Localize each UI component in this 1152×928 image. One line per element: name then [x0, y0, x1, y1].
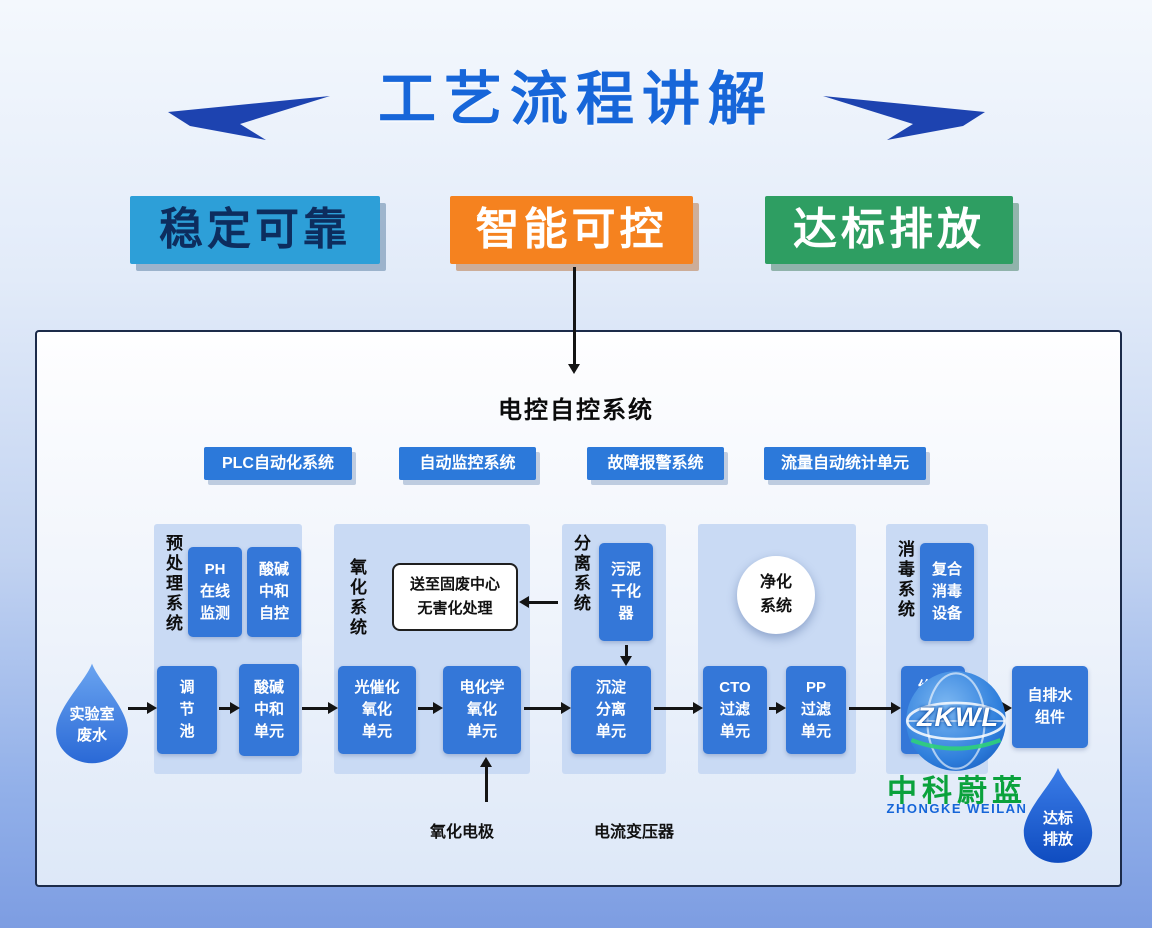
- logo-name-cn: 中科蔚蓝: [887, 775, 1027, 808]
- label-current-transformer: 电流变压器: [594, 824, 675, 841]
- flow-arrow: [654, 702, 703, 714]
- title-flourish-right-icon: [823, 96, 985, 140]
- box-regulating-tank: 调 节 池: [157, 666, 217, 754]
- label-oxidation-system: 氧化系统: [347, 558, 366, 638]
- button-plc-automation: PLC自动化系统: [204, 447, 352, 480]
- flow-arrow: [219, 702, 240, 714]
- button-fault-alarm: 故障报警系统: [587, 447, 724, 480]
- box-composite-disinfection: 复合 消毒 设备: [920, 543, 974, 641]
- flow-arrow: [524, 702, 571, 714]
- box-sludge-dryer: 污泥 干化 器: [599, 543, 653, 641]
- flow-arrow: [128, 702, 157, 714]
- outlet-water-drop: 达标 排放: [1020, 760, 1096, 870]
- water-drop-icon: [1023, 767, 1093, 863]
- dryer-to-note-arrow: [519, 596, 558, 608]
- badge-to-diagram-arrow: [568, 267, 580, 374]
- logo-badge-text: ZKWL: [917, 702, 999, 732]
- label-oxidation-electrode: 氧化电极: [430, 824, 495, 841]
- title-flourish-left-icon: [168, 96, 330, 140]
- company-logo: ZKWL 中科蔚蓝 ZHONGKE WEILAN: [857, 664, 1057, 824]
- badge-smart-control: 智能可控: [450, 196, 693, 264]
- badge-standard-discharge: 达标排放: [765, 196, 1013, 264]
- flow-arrow: [302, 702, 338, 714]
- inlet-drop-label: 实验室 废水: [69, 706, 115, 744]
- box-self-drain-component: 自排水 组件: [1012, 666, 1088, 748]
- control-system-title: 电控自控系统: [498, 397, 654, 424]
- flow-arrow: [769, 702, 786, 714]
- box-sediment-unit: 沉淀 分离 单元: [571, 666, 651, 754]
- dryer-to-sediment-arrow: [620, 645, 632, 666]
- box-acid-base-auto: 酸碱 中和 自控: [247, 547, 301, 637]
- label-separation-system: 分离系统: [571, 534, 590, 614]
- outlet-drop-label: 达标 排放: [1042, 810, 1073, 848]
- flow-arrow: [418, 702, 443, 714]
- water-drop-icon: [56, 663, 128, 764]
- button-flow-statistics: 流量自动统计单元: [764, 447, 926, 480]
- logo-name-en: ZHONGKE WEILAN: [886, 801, 1028, 816]
- box-ph-online-monitor: PH 在线 监测: [188, 547, 242, 637]
- box-neutralization-unit: 酸碱 中和 单元: [239, 664, 299, 756]
- box-photocatalytic-oxidation: 光催化 氧化 单元: [338, 666, 416, 754]
- label-pretreatment-system: 预处理系统: [163, 534, 182, 634]
- inlet-water-drop: 实验室 废水: [52, 662, 132, 764]
- flow-arrow: [849, 702, 901, 714]
- label-disinfection-system: 消毒系统: [895, 540, 914, 620]
- button-auto-monitor: 自动监控系统: [399, 447, 536, 480]
- label-purification-system: 净化 系统: [737, 556, 815, 634]
- zkwl-globe-icon: [905, 671, 1007, 771]
- box-pp-filter: PP 过滤 单元: [786, 666, 846, 754]
- note-solid-waste-center: 送至固废中心 无害化处理: [392, 563, 518, 631]
- box-cto-filter: CTO 过滤 单元: [703, 666, 767, 754]
- page-title: 工艺流程讲解: [377, 67, 774, 132]
- badge-stable-reliable: 稳定可靠: [130, 196, 380, 264]
- box-electrochemical-oxidation: 电化学 氧化 单元: [443, 666, 521, 754]
- electrode-arrow: [480, 757, 492, 802]
